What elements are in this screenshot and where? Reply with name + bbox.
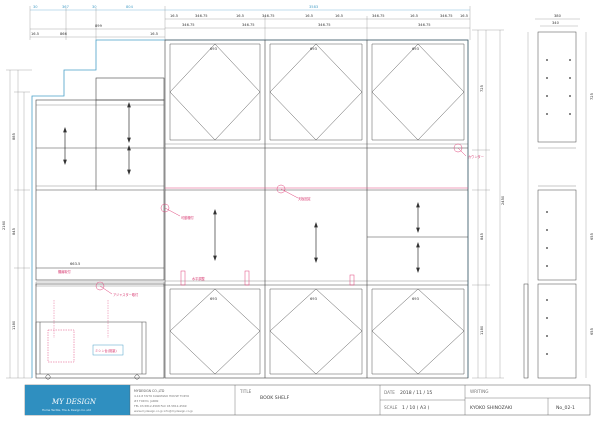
contact-line: TEL 03-5812-4568 FAX 03-5812-4569 [133, 404, 187, 408]
side-elevation-dots [546, 59, 571, 355]
dim-left-height-c: 1180 [12, 320, 16, 330]
left-cabinet [35, 77, 165, 379]
dim-top-row-1: 346.75 [195, 14, 208, 18]
scale-label: SCALE [384, 405, 398, 410]
dim-left-sub-a: 16.5 [31, 32, 39, 36]
dim-right-height-b: 845 [480, 233, 484, 240]
top-dimension-lines [29, 6, 471, 40]
note-top-fix: 天板固定 [298, 196, 312, 201]
dim-left-top-a: 367 [62, 5, 69, 9]
web-line: www.mydesign.co.jp info@mydesign.co.jp [134, 409, 193, 413]
cell-dim-upper-1: 693 [210, 47, 217, 51]
left-dimension-lines [6, 69, 32, 379]
dim-top-row-8: 346.75 [440, 14, 453, 18]
dim-bottom-label: 663.5 [70, 262, 80, 266]
dim-side-height-a: 725 [590, 93, 594, 100]
dim-left-height-total: 2160 [2, 220, 6, 230]
cell-dim-lower-2: 693 [310, 297, 317, 301]
sewing-table [35, 321, 147, 380]
sewing-table-label: ミシン台(既製) [95, 348, 117, 353]
side-elevation [523, 18, 587, 379]
dim-right-height-a: 725 [480, 85, 484, 92]
main-cabinet-frame [164, 39, 469, 379]
dim-side-top: 380 [554, 14, 562, 18]
date-label: DATE [384, 390, 395, 395]
dim-side-top-b: 340 [552, 21, 560, 25]
date-value: 2018 / 11 / 15 [400, 390, 432, 396]
dim-top-row-b-0: 346.75 [182, 23, 195, 27]
dim-top-row-7: 16.5 [410, 14, 418, 18]
dim-top-row-0: 16.5 [170, 14, 178, 18]
drawing-number: No_02-1 [556, 405, 575, 411]
dim-top-row-2: 16.5 [236, 14, 244, 18]
upper-diamond-panels [169, 43, 465, 141]
dim-left-height-b: 845 [12, 228, 16, 235]
title-value: BOOK SHELF [260, 395, 290, 401]
annotation-markers [95, 143, 467, 295]
title-block [24, 384, 591, 416]
note-wire: アジャスター取付 [113, 292, 139, 297]
cell-dim-upper-3: 693 [412, 47, 419, 51]
dim-left-top-d: 30 [92, 5, 97, 9]
company-name: MYDESIGN CO.,LTD [134, 389, 165, 393]
dim-left-sub-b: 866 [60, 32, 68, 36]
dim-top-row-b-2: 346.75 [318, 23, 331, 27]
dim-top-row-6: 346.75 [372, 14, 385, 18]
note-cap: 水平調整 [192, 276, 206, 281]
wall-outline [31, 39, 469, 378]
dim-left-height-a: 885 [12, 133, 16, 140]
dim-left-top-b: 804 [126, 5, 134, 9]
dim-top-row-3: 346.75 [262, 14, 275, 18]
note-side: カウンター [468, 154, 484, 159]
dim-right-height-total: 2450 [501, 195, 505, 205]
dim-top-overall: 3583 [309, 5, 318, 9]
scale-value: 1 / 10 ( A3 ) [402, 405, 429, 411]
cell-dim-lower-1: 693 [210, 297, 217, 301]
logo-panel [25, 385, 130, 415]
title-label: TITLE [239, 389, 252, 394]
note-pivot: 可動棚付 [181, 215, 195, 220]
dim-top-row-b-3: 346.75 [418, 23, 431, 27]
writing-value: KYOKO SHINOZAKI [470, 405, 512, 411]
dim-right-height-c: 1180 [480, 325, 484, 335]
note-shelf-pin: 棚扁取付 [58, 269, 72, 274]
writing-label: WRITING [470, 389, 488, 394]
dim-side-height-c: 655 [590, 328, 594, 335]
address-line-2: #3 TOKYO, JAPAN [134, 399, 158, 403]
dim-left-top-c: 30 [33, 5, 38, 9]
dim-left-width: 899 [95, 24, 103, 28]
logo-text: MY DESIGN [51, 398, 97, 406]
cell-dim-upper-2: 693 [310, 47, 317, 51]
right-dimension-lines [472, 29, 504, 379]
dim-top-row-9: 16.5 [460, 14, 468, 18]
lower-diamond-panels [169, 288, 465, 375]
dim-top-row-4: 16.5 [305, 14, 313, 18]
dim-side-height-b: 655 [590, 233, 594, 240]
cell-dim-lower-3: 693 [412, 297, 419, 301]
dim-top-row-5: 16.5 [335, 14, 343, 18]
dim-top-row-b-1: 346.75 [242, 23, 255, 27]
middle-section-arrows [213, 201, 420, 274]
left-cabinet-arrows [63, 101, 131, 176]
dim-left-sub-c: 16.5 [150, 32, 158, 36]
logo-sub: Home Textile, Tile & Design Co.,Ltd [42, 408, 91, 412]
address-line-1: 4-12-8 TAITO KAWAMAKI HOUSE TOKYO [134, 394, 190, 398]
